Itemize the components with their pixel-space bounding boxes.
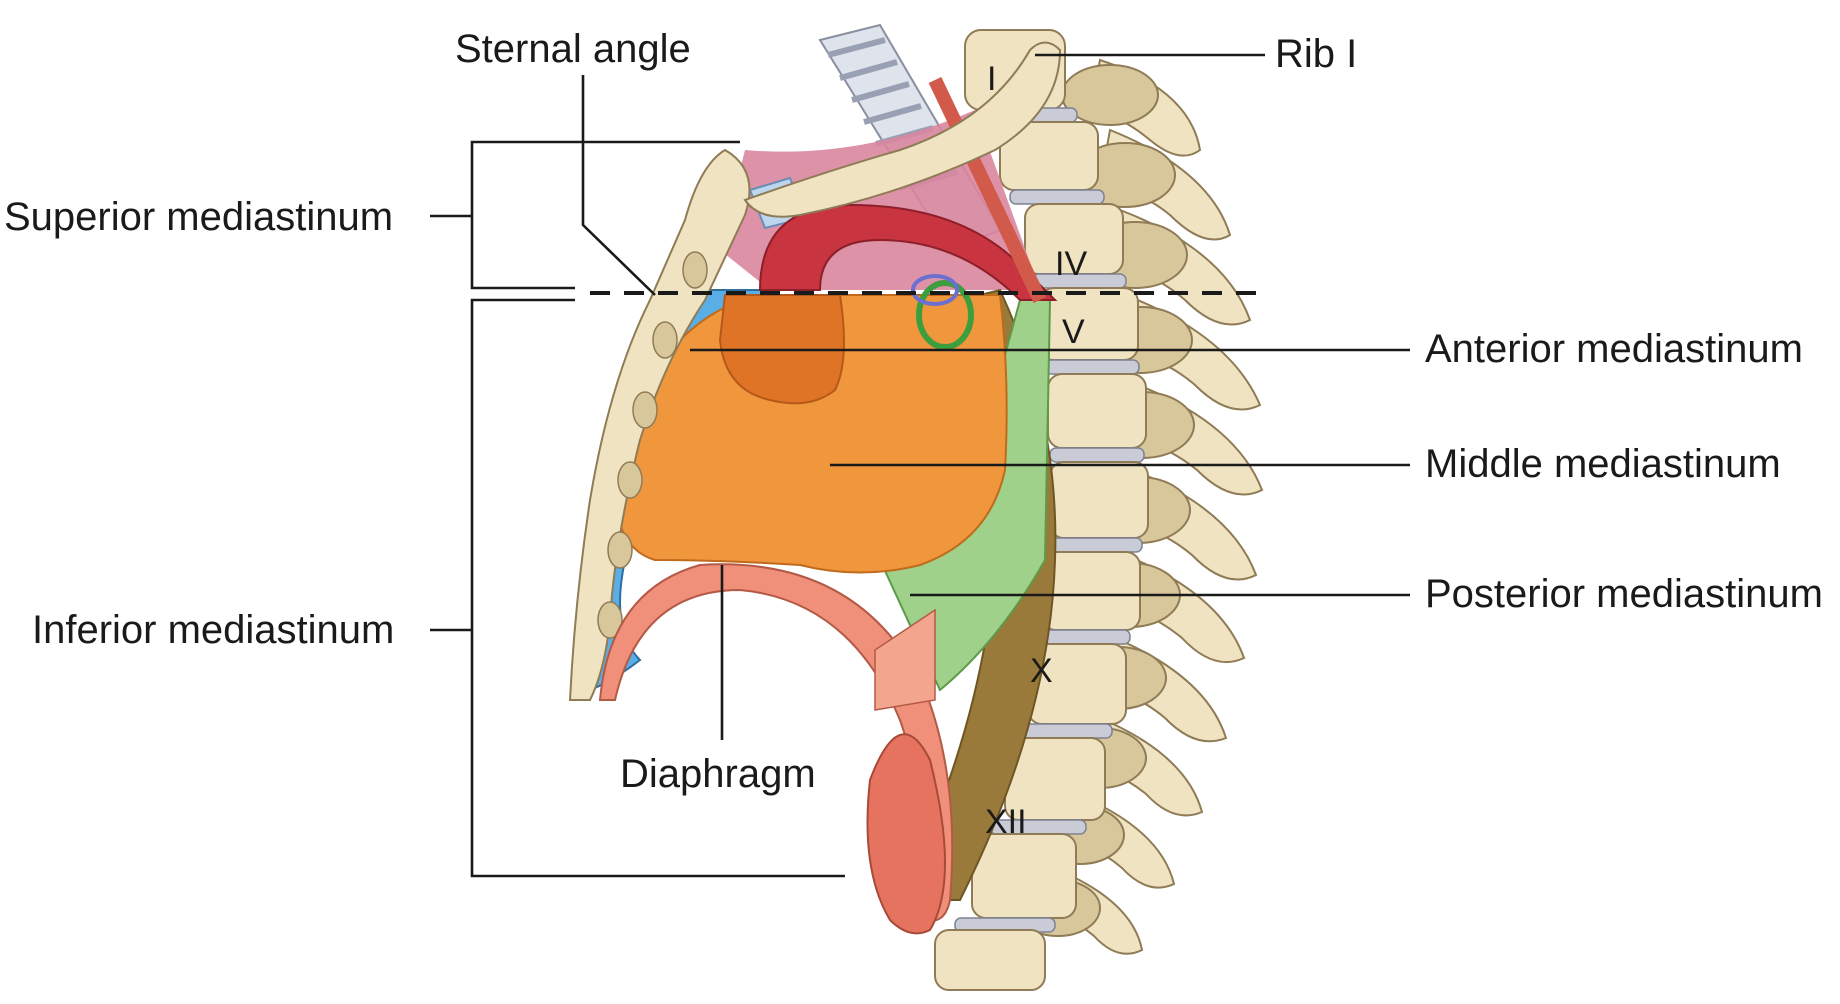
inferior-mediastinum-label: Inferior mediastinum [32,608,394,652]
sternal-angle-label: Sternal angle [455,27,691,71]
middle-mediastinum-label: Middle mediastinum [1425,442,1781,486]
diaphragm-muscle-slip [875,610,935,710]
posterior-mediastinum-label: Posterior mediastinum [1425,572,1823,616]
vertebra-label-iv: IV [1055,245,1087,283]
vertebra-label-v: V [1062,313,1085,351]
vertebra-label-x: X [1030,652,1053,690]
sternal-angle-leader [583,75,655,295]
diaphragm-label: Diaphragm [620,752,816,796]
vertebra-label-xii: XII [985,803,1027,841]
anterior-mediastinum-label: Anterior mediastinum [1425,327,1803,371]
vertebra-label-i: I [987,60,996,98]
rib-1-label: Rib I [1275,32,1357,76]
superior-mediastinum-label: Superior mediastinum [4,195,393,239]
